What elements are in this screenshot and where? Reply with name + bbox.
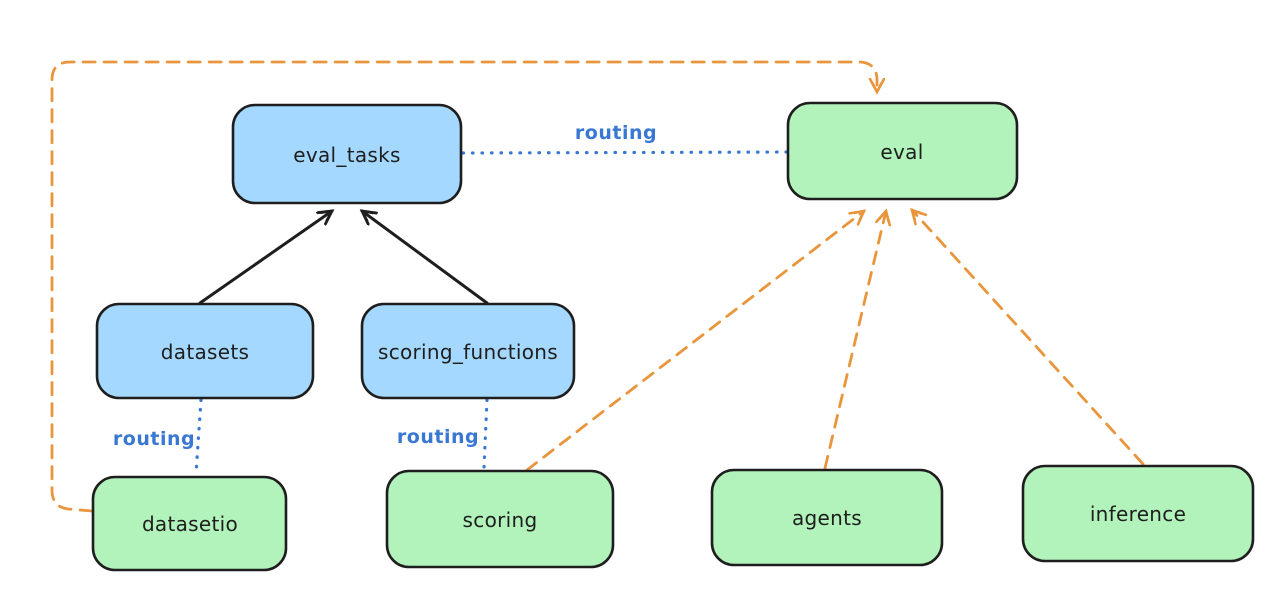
node-eval-label: eval <box>880 140 923 164</box>
node-scoring-functions-label: scoring_functions <box>378 340 558 364</box>
node-agents-label: agents <box>792 506 862 530</box>
node-eval-tasks-label: eval_tasks <box>293 143 400 167</box>
routing-label-eval: routing <box>575 122 657 144</box>
routing-label-scoring: routing <box>397 426 479 448</box>
edge-agents-to-eval <box>823 211 886 470</box>
node-agents: agents <box>710 468 944 567</box>
node-eval-tasks: eval_tasks <box>231 103 463 205</box>
edge-scoring-functions-to-eval-tasks <box>362 211 489 305</box>
edge-inference-to-eval <box>912 210 1145 466</box>
node-datasetio-label: datasetio <box>142 512 238 536</box>
node-datasets-label: datasets <box>161 340 249 364</box>
node-inference-label: inference <box>1090 502 1186 526</box>
node-scoring: scoring <box>385 469 615 569</box>
edge-datasets-routing-datasetio <box>194 398 203 476</box>
edge-scoring-functions-routing-scoring <box>482 398 489 470</box>
node-inference: inference <box>1021 464 1255 563</box>
node-scoring-label: scoring <box>463 508 538 532</box>
routing-label-datasetio: routing <box>113 428 195 450</box>
node-datasetio: datasetio <box>91 475 288 572</box>
edge-datasets-to-eval-tasks <box>198 211 332 305</box>
node-datasets: datasets <box>95 302 315 400</box>
edge-scoring-to-eval <box>525 211 864 472</box>
node-eval: eval <box>786 101 1019 201</box>
node-scoring-functions: scoring_functions <box>360 302 576 400</box>
edge-eval-tasks-routing-eval <box>461 150 791 155</box>
